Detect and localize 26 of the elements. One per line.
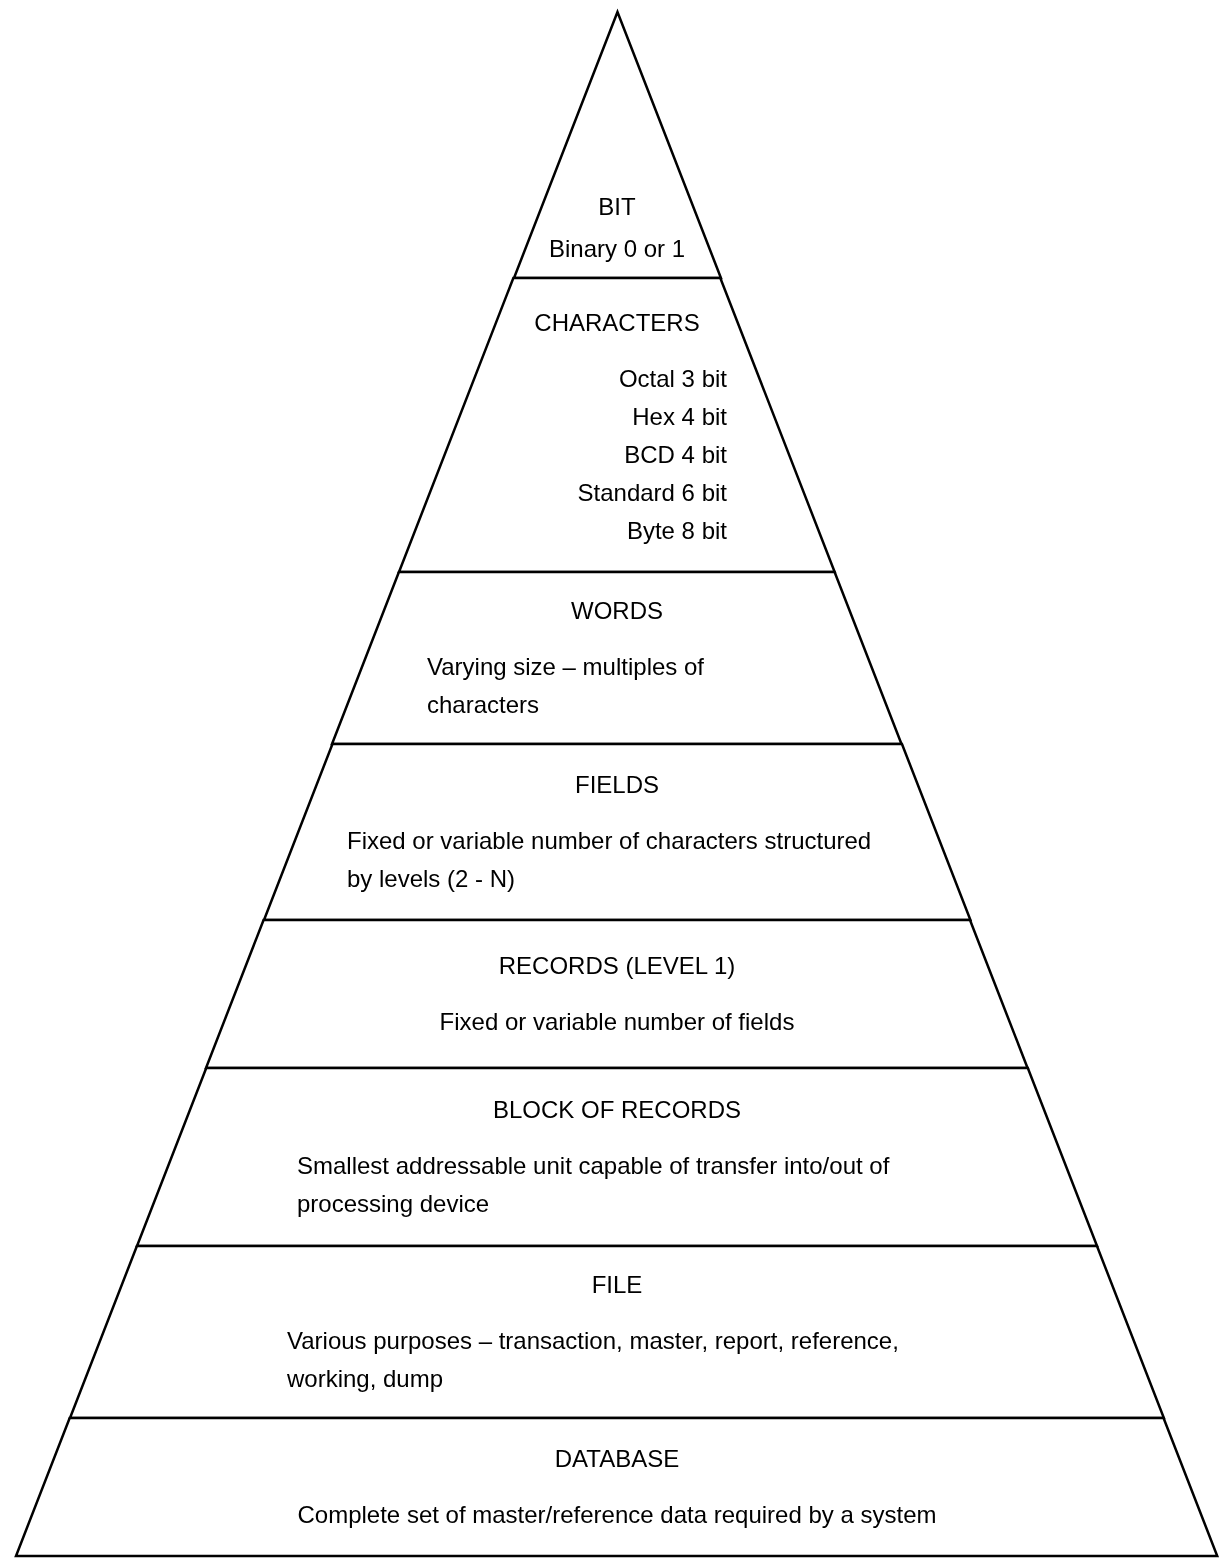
pyramid-band: [136, 1068, 1097, 1246]
pyramid-band: [70, 1246, 1164, 1418]
band-description: Binary 0 or 1: [547, 234, 686, 264]
band-heading: WORDS: [571, 596, 663, 626]
band-heading: DATABASE: [554, 1444, 680, 1474]
band-heading: BIT: [598, 192, 636, 222]
character-size-row-text: Octal 3 bit: [618, 364, 727, 394]
pyramid-band: [16, 1418, 1218, 1556]
band-heading: FILE: [591, 1270, 643, 1300]
band-heading: RECORDS (LEVEL 1): [498, 951, 736, 981]
band-description: Various purposes – transaction, master, report, reference, working, dump: [287, 1326, 900, 1394]
band-description: Smallest addressable unit capable of transfer into/out of processing device: [297, 1151, 891, 1219]
band-description: Varying size – multiples of characters: [427, 652, 705, 720]
band-description: Fixed or variable number of characters structured by levels (2 - N): [347, 826, 873, 894]
band-heading: BLOCK OF RECORDS: [492, 1095, 741, 1125]
band-description: Fixed or variable number of fields: [438, 1007, 796, 1037]
pyramid-band: [263, 744, 971, 920]
band-description: Complete set of master/reference data required by a system: [296, 1500, 938, 1530]
pyramid-band: [332, 572, 902, 744]
band-heading: CHARACTERS: [534, 308, 700, 338]
character-size-row-text: BCD 4 bit: [624, 440, 727, 470]
character-size-row-text: Hex 4 bit: [632, 402, 727, 432]
pyramid-band: [206, 920, 1028, 1068]
band-heading: FIELDS: [574, 770, 659, 800]
character-size-row-text: Byte 8 bit: [626, 516, 727, 546]
character-size-row-text: Standard 6 bit: [577, 478, 727, 508]
